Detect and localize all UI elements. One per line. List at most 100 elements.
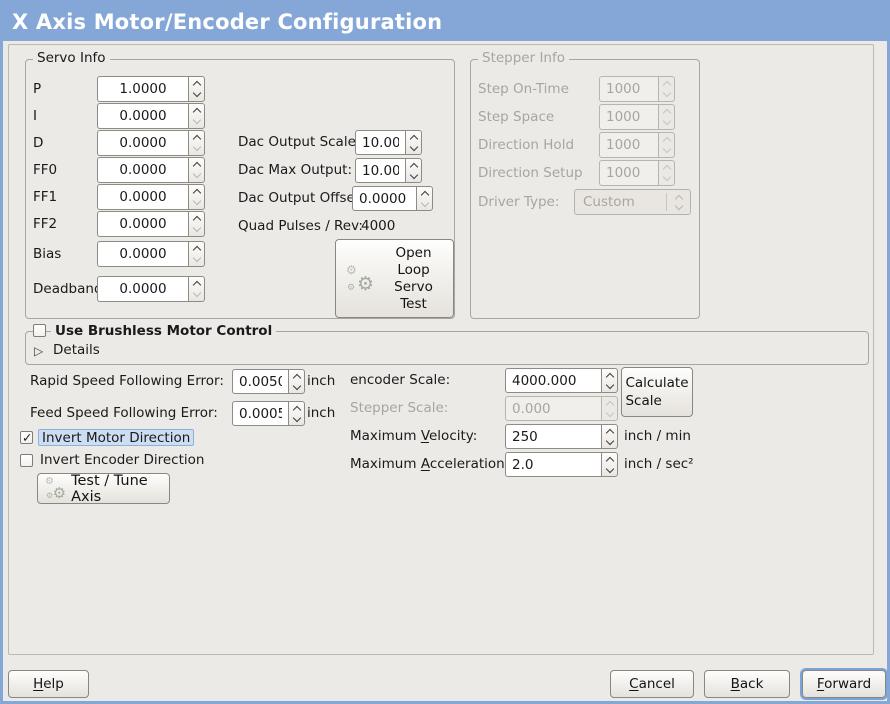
maximum-velocity-input[interactable]: [505, 424, 601, 449]
ff2-spinbox[interactable]: [97, 211, 205, 237]
p-spinbox[interactable]: [97, 76, 205, 102]
back-button-label: Back: [730, 676, 764, 692]
ff0-spin-buttons[interactable]: [188, 157, 205, 183]
deadband-input[interactable]: [97, 276, 188, 302]
stepper-scale-spin-buttons: [601, 396, 618, 421]
driver-type-value: Custom: [583, 194, 635, 210]
d-spinbox[interactable]: [97, 130, 205, 156]
dac-output-scale-spinbox[interactable]: [355, 130, 422, 155]
ff0-input[interactable]: [97, 157, 188, 183]
invert-encoder-direction-checkbox[interactable]: ✓: [20, 454, 33, 467]
dac-output-scale-spin-buttons[interactable]: [405, 130, 422, 155]
bias-input[interactable]: [97, 241, 188, 267]
rapid-following-error-spinbox[interactable]: [232, 369, 305, 394]
maximum-velocity-spin-buttons[interactable]: [601, 424, 618, 449]
dac-max-output-spinbox[interactable]: [355, 158, 422, 183]
stepper-info-frame: Stepper Info: [470, 50, 700, 319]
direction-hold-spin-buttons: [658, 132, 675, 158]
direction-setup-input: [599, 160, 658, 186]
stepper-info-title: Stepper Info: [478, 50, 570, 66]
label-step-on-time: Step On-Time: [478, 81, 569, 97]
ff1-spin-buttons[interactable]: [188, 184, 205, 210]
i-spinbox[interactable]: [97, 103, 205, 129]
i-spin-buttons[interactable]: [188, 103, 205, 129]
label-rapid-following-error: Rapid Speed Following Error:: [30, 373, 224, 389]
maximum-velocity-unit: inch / min: [624, 428, 691, 444]
gears-icon: ⚙ ⚙ ⚙: [346, 262, 374, 295]
maximum-acceleration-input[interactable]: [505, 452, 601, 477]
dac-output-offset-input[interactable]: [352, 186, 416, 211]
label-maximum-acceleration: Maximum Acceleration:: [350, 456, 510, 472]
open-loop-button-label: Open Loop Servo Test: [394, 244, 433, 312]
invert-motor-direction-label[interactable]: Invert Motor Direction: [38, 429, 195, 446]
label-driver-type: Driver Type:: [478, 194, 560, 210]
cancel-button[interactable]: Cancel: [610, 670, 694, 698]
dac-max-output-input[interactable]: [355, 158, 405, 183]
calculate-scale-label: Calculate Scale: [625, 375, 689, 409]
back-button[interactable]: Back: [704, 670, 790, 698]
page-title: X Axis Motor/Encoder Configuration: [12, 10, 443, 34]
details-expander-label[interactable]: Details: [53, 342, 100, 358]
invert-motor-direction-checkbox[interactable]: ✓: [20, 430, 33, 445]
step-on-time-spinbox: [599, 76, 675, 102]
help-button-label: Help: [33, 676, 64, 692]
ff0-spinbox[interactable]: [97, 157, 205, 183]
maximum-acceleration-spinbox[interactable]: [505, 452, 618, 477]
rapid-following-error-spin-buttons[interactable]: [288, 369, 305, 394]
encoder-scale-spinbox[interactable]: [505, 368, 618, 393]
direction-hold-spinbox: [599, 132, 675, 158]
maximum-velocity-spinbox[interactable]: [505, 424, 618, 449]
open-loop-servo-test-button[interactable]: ⚙ ⚙ ⚙ Open Loop Servo Test: [335, 239, 454, 318]
d-spin-buttons[interactable]: [188, 130, 205, 156]
ff1-spinbox[interactable]: [97, 184, 205, 210]
details-expander-icon[interactable]: ▷: [34, 344, 44, 358]
direction-setup-spinbox: [599, 160, 675, 186]
p-spin-buttons[interactable]: [188, 76, 205, 102]
encoder-scale-spin-buttons[interactable]: [601, 368, 618, 393]
invert-encoder-direction-label[interactable]: Invert Encoder Direction: [40, 452, 205, 468]
ff2-input[interactable]: [97, 211, 188, 237]
direction-hold-input: [599, 132, 658, 158]
feed-following-error-input[interactable]: [232, 401, 288, 426]
feed-following-error-spinbox[interactable]: [232, 401, 305, 426]
ff1-input[interactable]: [97, 184, 188, 210]
feed-following-error-spin-buttons[interactable]: [288, 401, 305, 426]
label-feed-following-error: Feed Speed Following Error:: [30, 405, 218, 421]
p-input[interactable]: [97, 76, 188, 102]
use-brushless-checkbox[interactable]: ✓: [33, 324, 46, 337]
test-tune-axis-button[interactable]: ⚙ ⚙ ⚙ Test / Tune Axis: [37, 473, 170, 505]
step-on-time-spin-buttons: [658, 76, 675, 102]
label-quad-pulses: Quad Pulses / Rev:: [238, 218, 363, 234]
maximum-acceleration-unit: inch / sec²: [624, 456, 694, 472]
rapid-following-error-input[interactable]: [232, 369, 288, 394]
direction-setup-spin-buttons: [658, 160, 675, 186]
driver-type-combobox: Custom: [574, 189, 691, 215]
use-brushless-label[interactable]: Use Brushless Motor Control: [51, 323, 277, 339]
dac-output-offset-spinbox[interactable]: [352, 186, 433, 211]
quad-pulses-value: 4000: [361, 218, 396, 234]
forward-button[interactable]: Forward: [802, 670, 886, 698]
maximum-acceleration-spin-buttons[interactable]: [601, 452, 618, 477]
dac-output-offset-spin-buttons[interactable]: [416, 186, 433, 211]
d-input[interactable]: [97, 130, 188, 156]
ff2-spin-buttons[interactable]: [188, 211, 205, 237]
label-d: D: [33, 135, 44, 151]
label-p: P: [33, 81, 42, 97]
i-input[interactable]: [97, 103, 188, 129]
deadband-spin-buttons[interactable]: [188, 276, 205, 302]
bias-spin-buttons[interactable]: [188, 241, 205, 267]
dac-max-output-spin-buttons[interactable]: [405, 158, 422, 183]
bias-spinbox[interactable]: [97, 241, 205, 267]
deadband-spinbox[interactable]: [97, 276, 205, 302]
encoder-scale-input[interactable]: [505, 368, 601, 393]
step-space-spin-buttons: [658, 104, 675, 130]
label-stepper-scale: Stepper Scale:: [350, 400, 449, 416]
calculate-scale-button[interactable]: Calculate Scale: [621, 367, 693, 417]
label-encoder-scale: encoder Scale:: [350, 372, 451, 388]
rapid-following-error-unit: inch: [307, 373, 336, 389]
servo-info-frame: Servo Info: [25, 50, 455, 319]
dac-output-scale-input[interactable]: [355, 130, 405, 155]
label-ff0: FF0: [33, 162, 58, 178]
help-button[interactable]: Help: [8, 670, 89, 698]
label-dac-max-output: Dac Max Output:: [238, 162, 353, 178]
